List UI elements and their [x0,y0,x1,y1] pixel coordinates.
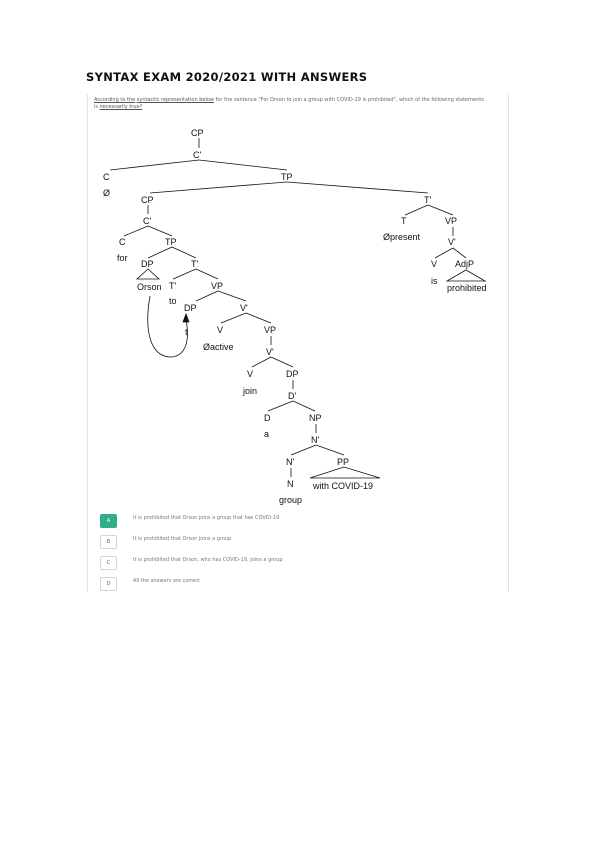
node-cp-top: CP [191,128,204,138]
node-for: for [117,253,128,263]
node-empty-c: Ø [103,188,110,198]
option-b-text[interactable]: It is prohibited that Orson joins a grou… [133,536,232,542]
node-trace: t [185,327,188,337]
node-active: Øactive [203,342,234,352]
node-dp-obj: DP [286,369,299,379]
node-vp-inner: VP [211,281,223,291]
node-vbar-inner: V' [240,303,248,313]
node-vbar-right: V' [448,237,456,247]
node-pp: PP [337,457,349,467]
question-link-2[interactable]: syntactic representation below [136,97,215,103]
node-nbar-low: N' [286,457,294,467]
node-prohibited: prohibited [447,283,487,293]
node-to: to [169,296,177,306]
node-cp-inner: CP [141,195,154,205]
node-vp-lower: VP [264,325,276,335]
node-orson: Orson [137,282,162,292]
page-title: SYNTAX EXAM 2020/2021 WITH ANSWERS [86,70,368,84]
node-t-present: Øpresent [383,232,421,242]
node-group: group [279,495,302,505]
node-adjp: AdjP [455,259,474,269]
node-dbar: D' [288,391,296,401]
node-dp-trace: DP [184,303,197,313]
node-join: join [242,386,257,396]
question-link[interactable]: According to the [94,97,136,103]
node-v-right: V [431,259,437,269]
node-vp-right: VP [445,216,457,226]
option-a-button[interactable]: A [100,514,117,528]
question-panel [87,94,509,592]
node-v-active: V [217,325,223,335]
node-is: is [431,276,438,286]
node-t-right: T [401,216,407,226]
node-with-covid: with COVID-19 [312,481,373,491]
node-c-inner: C [119,237,126,247]
node-dp-subj: DP [141,259,154,269]
node-tp-inner: TP [165,237,177,247]
question-middle: for the sentence "For Orson to join a gr… [94,97,484,110]
tree-branches [109,138,487,479]
node-nbar: N' [311,435,319,445]
node-n: N [287,479,294,489]
option-d-button[interactable]: D [100,577,117,591]
node-t-inner: T' [169,281,176,291]
option-b-button[interactable]: B [100,535,117,549]
option-c-text[interactable]: It is prohibited that Orson, who has COV… [133,557,283,563]
node-np: NP [309,413,322,423]
node-a: a [264,429,269,439]
node-cbar-top: C' [193,150,201,160]
node-tbar-inner: T' [191,259,198,269]
node-tbar-right: T' [424,195,431,205]
question-link-3[interactable]: necessarily true? [99,104,143,110]
option-a-text[interactable]: It is prohibited that Orson joins a grou… [133,515,280,521]
node-vbar-lower: V' [266,347,274,357]
node-c-top: C [103,172,110,182]
option-c-button[interactable]: C [100,556,117,570]
node-cbar-inner: C' [143,216,151,226]
node-tp-top: TP [281,172,293,182]
question-text: According to the syntactic representatio… [94,97,489,111]
option-d-text[interactable]: All the answers are correct [133,578,201,584]
node-v-join: V [247,369,253,379]
node-d: D [264,413,271,423]
